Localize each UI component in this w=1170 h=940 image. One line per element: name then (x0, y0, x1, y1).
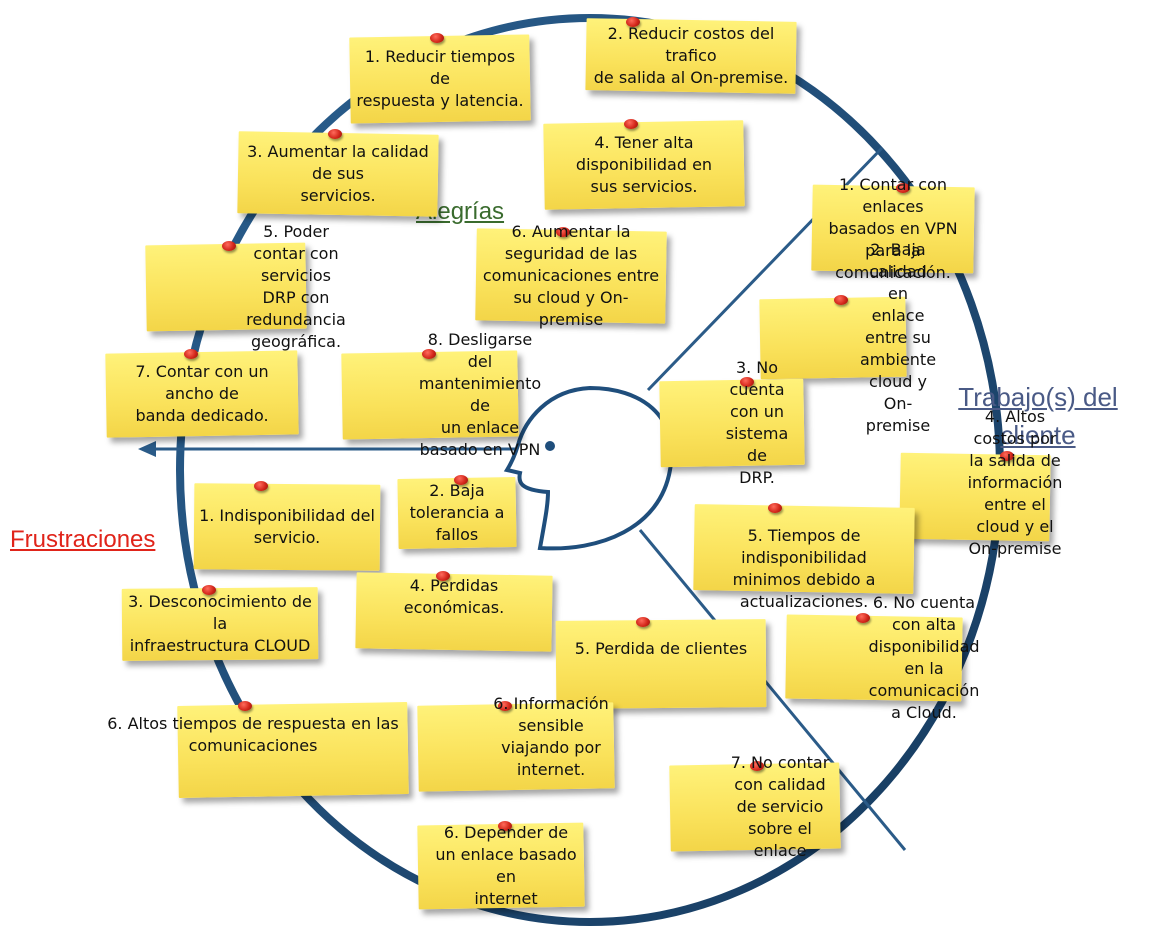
pin-icon (556, 227, 570, 237)
pin-icon (254, 481, 268, 491)
pin-icon (626, 17, 640, 27)
job-note-2: 2. Baja calidad en enlace entre su ambie… (759, 240, 936, 435)
job-note-5: 5. Tiempos de indisponibilidad minimos d… (693, 503, 915, 611)
pin-icon (834, 295, 848, 305)
head-eye-icon (545, 441, 555, 451)
pain-note-3: 3. Desconocimiento de la infraestructura… (121, 585, 319, 661)
pain-note-7: 6. Información sensible viajando por int… (417, 694, 615, 792)
pin-icon (328, 129, 342, 139)
pin-icon (222, 241, 236, 251)
pin-icon (454, 475, 468, 485)
gain-note-8: 8. Desligarse del mantenimiento de un en… (341, 330, 541, 459)
pin-icon (498, 821, 512, 831)
pin-icon (202, 585, 216, 595)
pin-icon (750, 761, 764, 771)
pain-note-1: 1. Indisponibilidad del servicio. (193, 481, 381, 571)
pin-icon (1000, 451, 1014, 461)
gain-note-5: 5. Poder contar con servicios DRP con re… (145, 222, 346, 351)
label-frustraciones: Frustraciones (10, 526, 156, 553)
pin-icon (856, 613, 870, 623)
pin-icon (498, 701, 512, 711)
gain-note-6: 6. Aumentar la seguridad de las comunica… (475, 222, 667, 329)
divider-line-lower (638, 529, 907, 851)
job-note-4: 4. Altos costos por la salida de informa… (899, 407, 1062, 558)
pin-icon (430, 33, 444, 43)
pain-note-6: 6. Altos tiempos de respuesta en las com… (107, 701, 409, 798)
job-note-6: 6. No cuenta con alta disponibilidad en … (785, 593, 980, 722)
gain-note-2: 2. Reducir costos del trafico de salida … (585, 17, 797, 94)
job-note-1: 1. Contar con enlaces basados en VPN par… (811, 175, 975, 282)
arrow-head-icon (138, 441, 156, 457)
pain-note-5: 5. Perdida de clientes (555, 617, 767, 709)
pin-icon (184, 349, 198, 359)
pin-icon (624, 119, 638, 129)
job-note-3: 3. No cuenta con un sistema de DRP. (659, 358, 805, 487)
gain-note-7: 7. Contar con un ancho de banda dedicado… (105, 349, 299, 438)
pin-icon (636, 617, 650, 627)
gain-note-4: 4. Tener alta disponibilidad en sus serv… (543, 119, 745, 210)
pin-icon (436, 571, 450, 581)
label-trabajos-del-cliente: Trabajo(s) del cliente (958, 382, 1118, 450)
pain-note-2: 2. Baja tolerancia a fallos (397, 475, 517, 550)
job-note-7: 7. No contar con calidad de servicio sob… (669, 753, 841, 860)
pain-note-8: 6. Depender de un enlace basado en inter… (417, 821, 585, 910)
head-profile-icon (503, 385, 674, 551)
pin-icon (422, 349, 436, 359)
gain-note-1: 1. Reducir tiempos de respuesta y latenc… (349, 33, 531, 124)
pin-icon (768, 503, 782, 513)
pin-icon (238, 701, 252, 711)
pin-icon (896, 183, 910, 193)
pin-icon (740, 377, 754, 387)
gain-note-3: 3. Aumentar la calidad de sus servicios. (237, 129, 439, 217)
pain-note-4: 4. Perdidas económicas. (355, 571, 553, 652)
